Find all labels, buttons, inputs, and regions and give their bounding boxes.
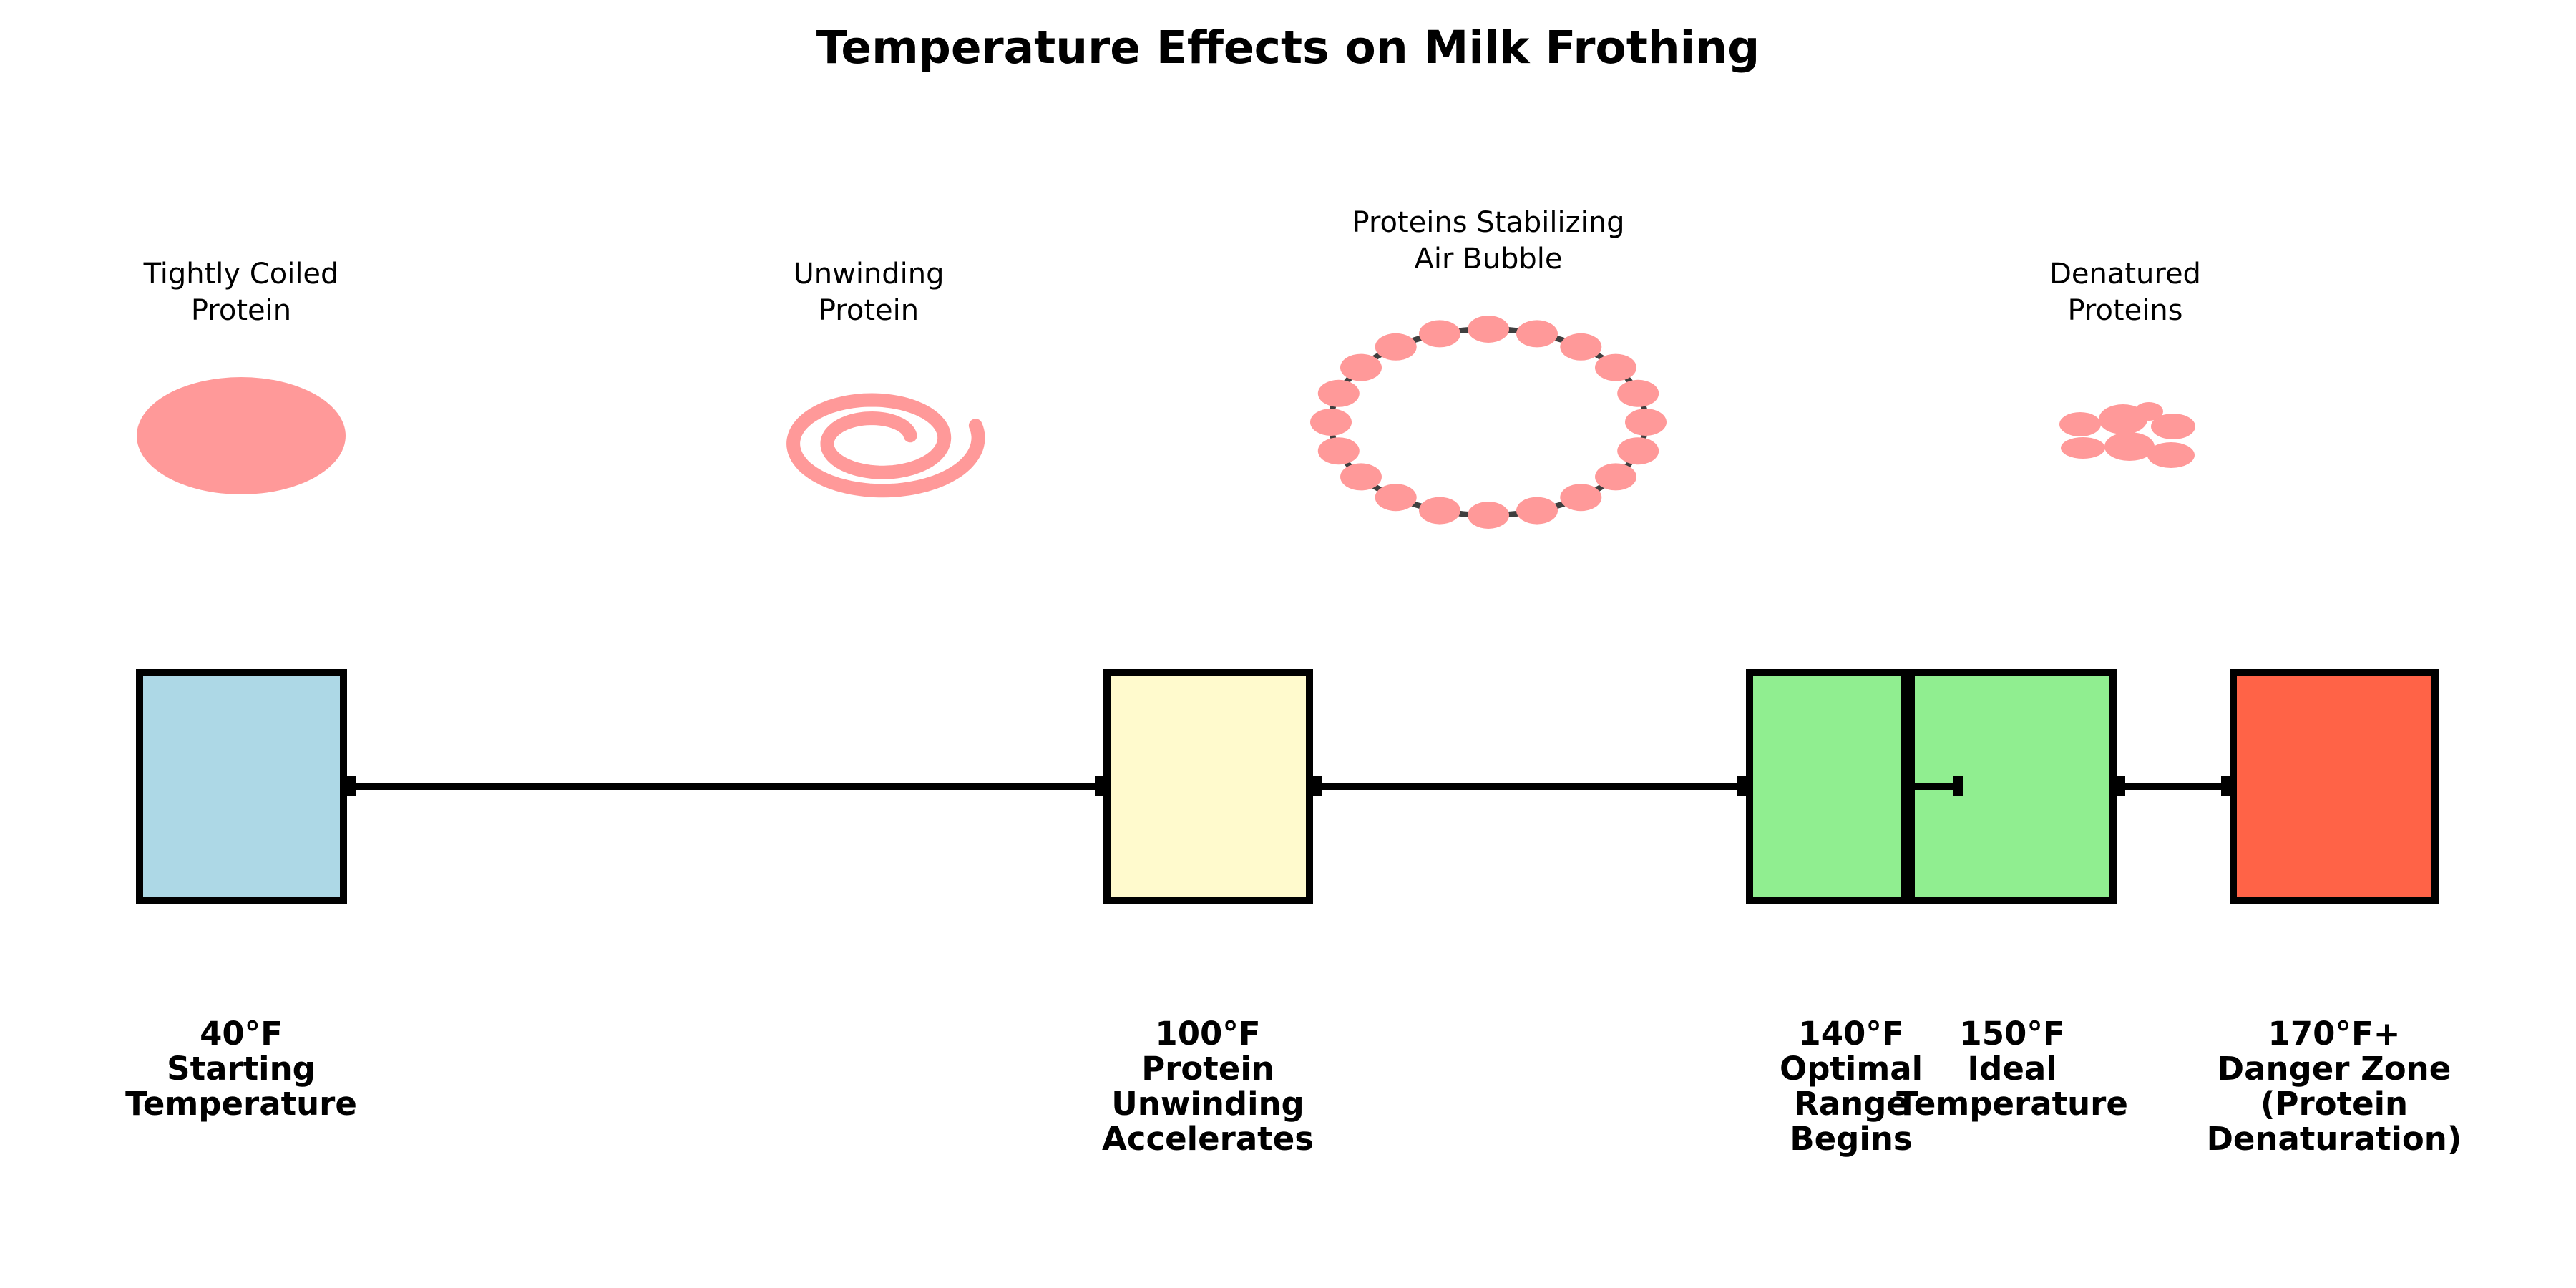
label-line: Proteins Stabilizing: [1352, 206, 1625, 239]
caption-line: Optimal: [1779, 1050, 1923, 1088]
label-proteins-stabilizing-air-bubble: Proteins Stabilizing Air Bubble: [1274, 205, 1703, 278]
caption-temp: 150°F: [1959, 1015, 2065, 1053]
stage-box-40f: [136, 669, 347, 904]
stabilizing-protein-dot: [1310, 409, 1352, 436]
stabilizing-protein-dot: [1560, 333, 1602, 361]
stage-box-170f: [2230, 669, 2439, 904]
label-line: Tightly Coiled: [143, 258, 339, 291]
label-line: Protein: [190, 294, 292, 327]
label-tightly-coiled-protein: Tightly Coiled Protein: [26, 256, 456, 329]
stabilizing-protein-dot: [1419, 320, 1460, 348]
denatured-blob: [2061, 437, 2105, 459]
caption-temp: 140°F: [1798, 1015, 1904, 1053]
label-denatured-proteins: Denatured Proteins: [1911, 256, 2340, 329]
label-line: Denatured: [2049, 258, 2201, 291]
caption-100f: 100°F Protein Unwinding Accelerates: [1065, 1016, 1351, 1156]
label-line: Air Bubble: [1414, 243, 1563, 275]
connector-140f-to-150f: [1904, 783, 1961, 790]
stabilizing-protein-dot: [1317, 379, 1360, 407]
caption-170f: 170°F+ Danger Zone (Protein Denaturation…: [2191, 1016, 2477, 1156]
caption-temp: 40°F: [200, 1015, 283, 1053]
caption-line: (Protein: [2260, 1085, 2409, 1123]
caption-line: Range: [1794, 1085, 1908, 1123]
label-line: Protein: [818, 294, 919, 327]
denatured-blob: [2135, 402, 2163, 421]
air-bubble-ring-shape: [1328, 326, 1649, 518]
caption-temp: 170°F+: [2268, 1015, 2401, 1053]
caption-line: Danger Zone: [2217, 1050, 2451, 1088]
stabilizing-protein-dot: [1560, 484, 1602, 512]
denatured-protein-blobs: [2059, 402, 2195, 468]
stage-box-100f: [1103, 669, 1313, 904]
stabilizing-protein-dot: [1375, 484, 1417, 512]
caption-line: Protein: [1141, 1050, 1274, 1088]
stabilizing-protein-dot: [1595, 463, 1636, 491]
stabilizing-protein-dot: [1375, 333, 1417, 361]
caption-line: Temperature: [125, 1085, 357, 1123]
caption-line: Begins: [1790, 1120, 1913, 1158]
connector-40f-to-100f: [347, 783, 1103, 790]
caption-line: Temperature: [1896, 1085, 2128, 1123]
label-unwinding-protein: Unwinding Protein: [654, 256, 1083, 329]
connector-150f-to-170f: [2117, 783, 2230, 790]
caption-line: Accelerates: [1101, 1120, 1314, 1158]
stage-box-140f: [1746, 669, 1908, 904]
caption-150f: 150°F Ideal Temperature: [1883, 1016, 2141, 1121]
stabilizing-protein-dot: [1595, 353, 1636, 381]
caption-line: Ideal: [1967, 1050, 2057, 1088]
stabilizing-protein-dot: [1468, 502, 1509, 529]
stabilizing-protein-dot: [1317, 437, 1360, 465]
caption-line: Unwinding: [1111, 1085, 1304, 1123]
stabilizing-protein-dot: [1516, 497, 1558, 525]
connector-100f-to-140f: [1313, 783, 1746, 790]
caption-40f: 40°F Starting Temperature: [98, 1016, 384, 1121]
caption-140f: 140°F Optimal Range Begins: [1729, 1016, 1973, 1156]
unwinding-protein-spiral-shape: [786, 393, 985, 498]
tightly-coiled-protein-shape: [137, 377, 346, 494]
stabilizing-protein-dot: [1516, 320, 1558, 348]
diagram-title: Temperature Effects on Milk Frothing: [816, 21, 1760, 74]
stabilizing-protein-dot: [1419, 497, 1460, 525]
stabilizing-protein-dot: [1340, 353, 1382, 381]
caption-temp: 100°F: [1155, 1015, 1261, 1053]
denatured-blob: [2059, 412, 2101, 436]
stabilizing-protein-dot: [1617, 437, 1659, 465]
stabilizing-protein-dots: [1310, 316, 1667, 529]
label-line: Proteins: [2067, 294, 2183, 327]
caption-line: Starting: [167, 1050, 316, 1088]
denatured-blob: [2147, 442, 2195, 468]
denatured-blob: [2151, 414, 2195, 439]
stabilizing-protein-dot: [1340, 463, 1382, 491]
stabilizing-protein-dot: [1617, 379, 1659, 407]
denatured-blob: [2104, 432, 2155, 461]
stabilizing-protein-dot: [1468, 316, 1509, 343]
stabilizing-protein-dot: [1625, 409, 1667, 436]
caption-line: Denaturation): [2206, 1120, 2462, 1158]
label-line: Unwinding: [793, 258, 945, 291]
